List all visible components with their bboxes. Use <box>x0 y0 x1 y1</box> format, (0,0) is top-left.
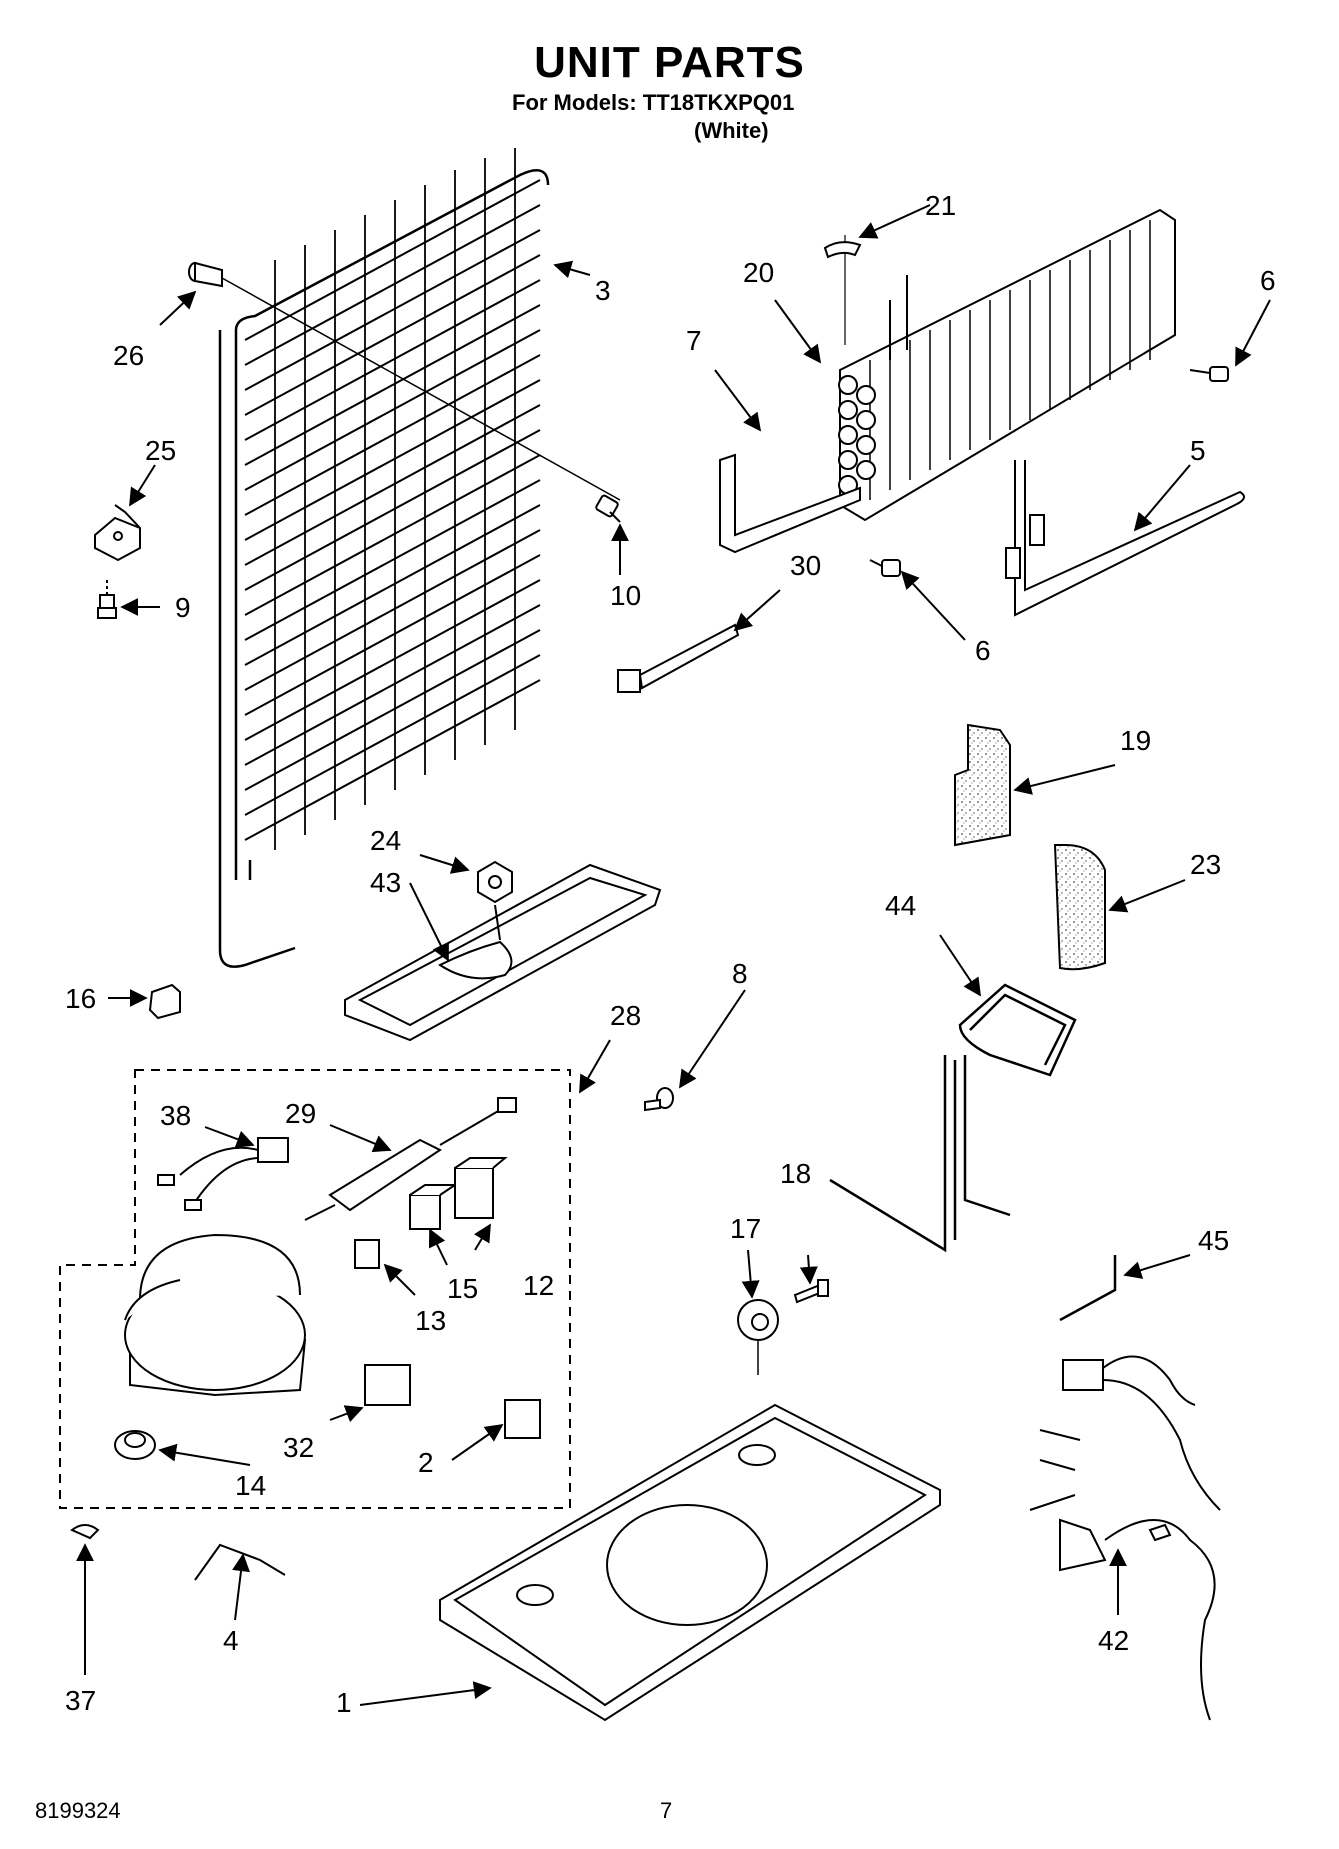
screw-10 <box>595 494 621 523</box>
terminal-13 <box>354 1239 380 1269</box>
callout-18: 18 <box>780 1158 811 1189</box>
callout-19: 19 <box>1120 725 1151 756</box>
callout-3: 3 <box>595 275 611 306</box>
callout-5: 4 <box>223 1625 239 1656</box>
screw-18 <box>793 1279 829 1304</box>
foam-19 <box>954 723 1011 847</box>
screw-6-bottom <box>869 559 901 577</box>
callout-45: 45 <box>1198 1225 1229 1256</box>
foam-23 <box>1053 844 1106 971</box>
cable-tie-30 <box>617 623 740 693</box>
wire-harness-42 <box>1029 1355 1221 1721</box>
callout-13: 13 <box>415 1305 446 1336</box>
callout-43: 43 <box>370 867 401 898</box>
grommet-17 <box>737 1299 779 1375</box>
color-line: (White) <box>694 118 769 143</box>
callout-9: 9 <box>175 592 191 623</box>
clip-21 <box>823 241 862 259</box>
callout-25: 25 <box>145 435 176 466</box>
compressor-grommet-14 <box>114 1430 156 1460</box>
callout-24: 24 <box>370 825 401 856</box>
callout-10: 10 <box>610 580 641 611</box>
wire-5 <box>194 1543 286 1581</box>
callout-16: 16 <box>65 983 96 1014</box>
harness-38 <box>157 1137 289 1211</box>
clip-37 <box>70 1524 100 1540</box>
document-number: 8199324 <box>35 1798 121 1823</box>
nut-24 <box>477 860 513 904</box>
callout-labels: 21 3 26 20 7 6 5 25 9 10 6 30 19 23 24 4… <box>65 190 1276 1718</box>
callout-38: 38 <box>160 1100 191 1131</box>
callout-28: 28 <box>610 1000 641 1031</box>
connector-2 <box>504 1399 541 1439</box>
callout-20: 20 <box>743 257 774 288</box>
screw-26 <box>188 261 621 501</box>
compressor <box>124 1233 307 1397</box>
callout-8: 8 <box>732 958 748 989</box>
callout-4: 5 <box>1190 435 1206 466</box>
clip-16 <box>148 983 181 1020</box>
callout-44: 44 <box>885 890 916 921</box>
compressor-assembly-box <box>59 1069 571 1509</box>
models-line: For Models: TT18TKXPQ01 <box>512 90 795 115</box>
callout-42: 42 <box>1098 1625 1129 1656</box>
relay-12 <box>454 1157 508 1219</box>
callout-12: 12 <box>523 1270 554 1301</box>
drain-pan-43 <box>344 863 662 1042</box>
callout-30: 30 <box>790 550 821 581</box>
bracket-7 <box>719 453 861 554</box>
page-title: UNIT PARTS <box>534 38 805 87</box>
screw-6-top <box>1189 366 1229 382</box>
condenser-coil <box>218 148 550 968</box>
evaporator <box>838 208 1176 522</box>
base-pan-1 <box>439 1403 941 1722</box>
callout-6-bottom: 6 <box>975 635 991 666</box>
defrost-heater-4 <box>1005 460 1245 617</box>
capacitor-32 <box>364 1364 411 1406</box>
overload-15 <box>409 1184 459 1230</box>
callout-14: 14 <box>235 1470 266 1501</box>
screw-9 <box>97 580 117 619</box>
callout-1: 1 <box>336 1687 352 1718</box>
callout-17: 17 <box>730 1213 761 1244</box>
callout-21: 21 <box>925 190 956 221</box>
callout-7: 7 <box>686 325 702 356</box>
bracket-25 <box>94 504 141 562</box>
callout-2: 2 <box>418 1447 434 1478</box>
callout-6-top: 6 <box>1260 265 1276 296</box>
callout-29: 29 <box>285 1098 316 1129</box>
tube-44 <box>829 983 1077 1253</box>
callout-15: 15 <box>447 1273 478 1304</box>
page-number: 7 <box>660 1798 673 1823</box>
tube-45 <box>1059 1255 1117 1322</box>
callout-32: 32 <box>283 1432 314 1463</box>
callout-26: 26 <box>113 340 144 371</box>
callout-23: 23 <box>1190 849 1221 880</box>
drier-29 <box>304 1097 517 1221</box>
screw-8 <box>644 1087 674 1112</box>
callout-37: 37 <box>65 1685 96 1716</box>
